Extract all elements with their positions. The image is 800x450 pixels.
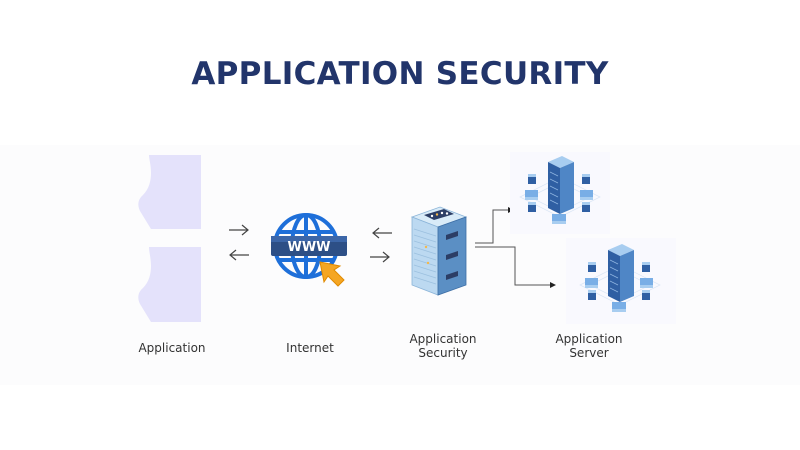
app-security-node [410, 205, 468, 297]
connector-security-to-servers [470, 200, 570, 295]
label-app-security-line-1: Application [409, 332, 477, 346]
label-app-server: Application Server [539, 332, 639, 360]
server-cluster-icon [579, 244, 661, 312]
application-icon [138, 155, 201, 322]
server-rack-icon [410, 206, 468, 296]
connector-line-to-server-2 [475, 246, 550, 286]
application-node [135, 155, 205, 325]
label-application: Application [138, 341, 206, 355]
arrow-internet-to-app [228, 249, 250, 261]
globe-www-icon: WWW [271, 213, 347, 287]
app-server-node-1 [510, 152, 610, 234]
label-app-server-line-2: Server [569, 346, 609, 360]
cursor-icon [319, 261, 345, 287]
arrow-security-to-internet [371, 227, 393, 239]
www-badge-text: WWW [287, 240, 330, 255]
arrowhead-server-2 [550, 282, 556, 288]
label-app-security-line-2: Security [418, 346, 468, 360]
connector-line-to-server-1 [475, 209, 508, 244]
app-server-node-2 [566, 238, 676, 324]
label-app-security: Application Security [393, 332, 493, 360]
label-app-server-line-1: Application [555, 332, 623, 346]
arrow-internet-to-security [369, 251, 391, 263]
internet-node: WWW [268, 210, 352, 290]
label-internet: Internet [286, 341, 334, 355]
server-cluster-icon [519, 156, 601, 224]
page-title: APPLICATION SECURITY [191, 56, 609, 92]
arrow-app-to-internet [228, 224, 250, 236]
